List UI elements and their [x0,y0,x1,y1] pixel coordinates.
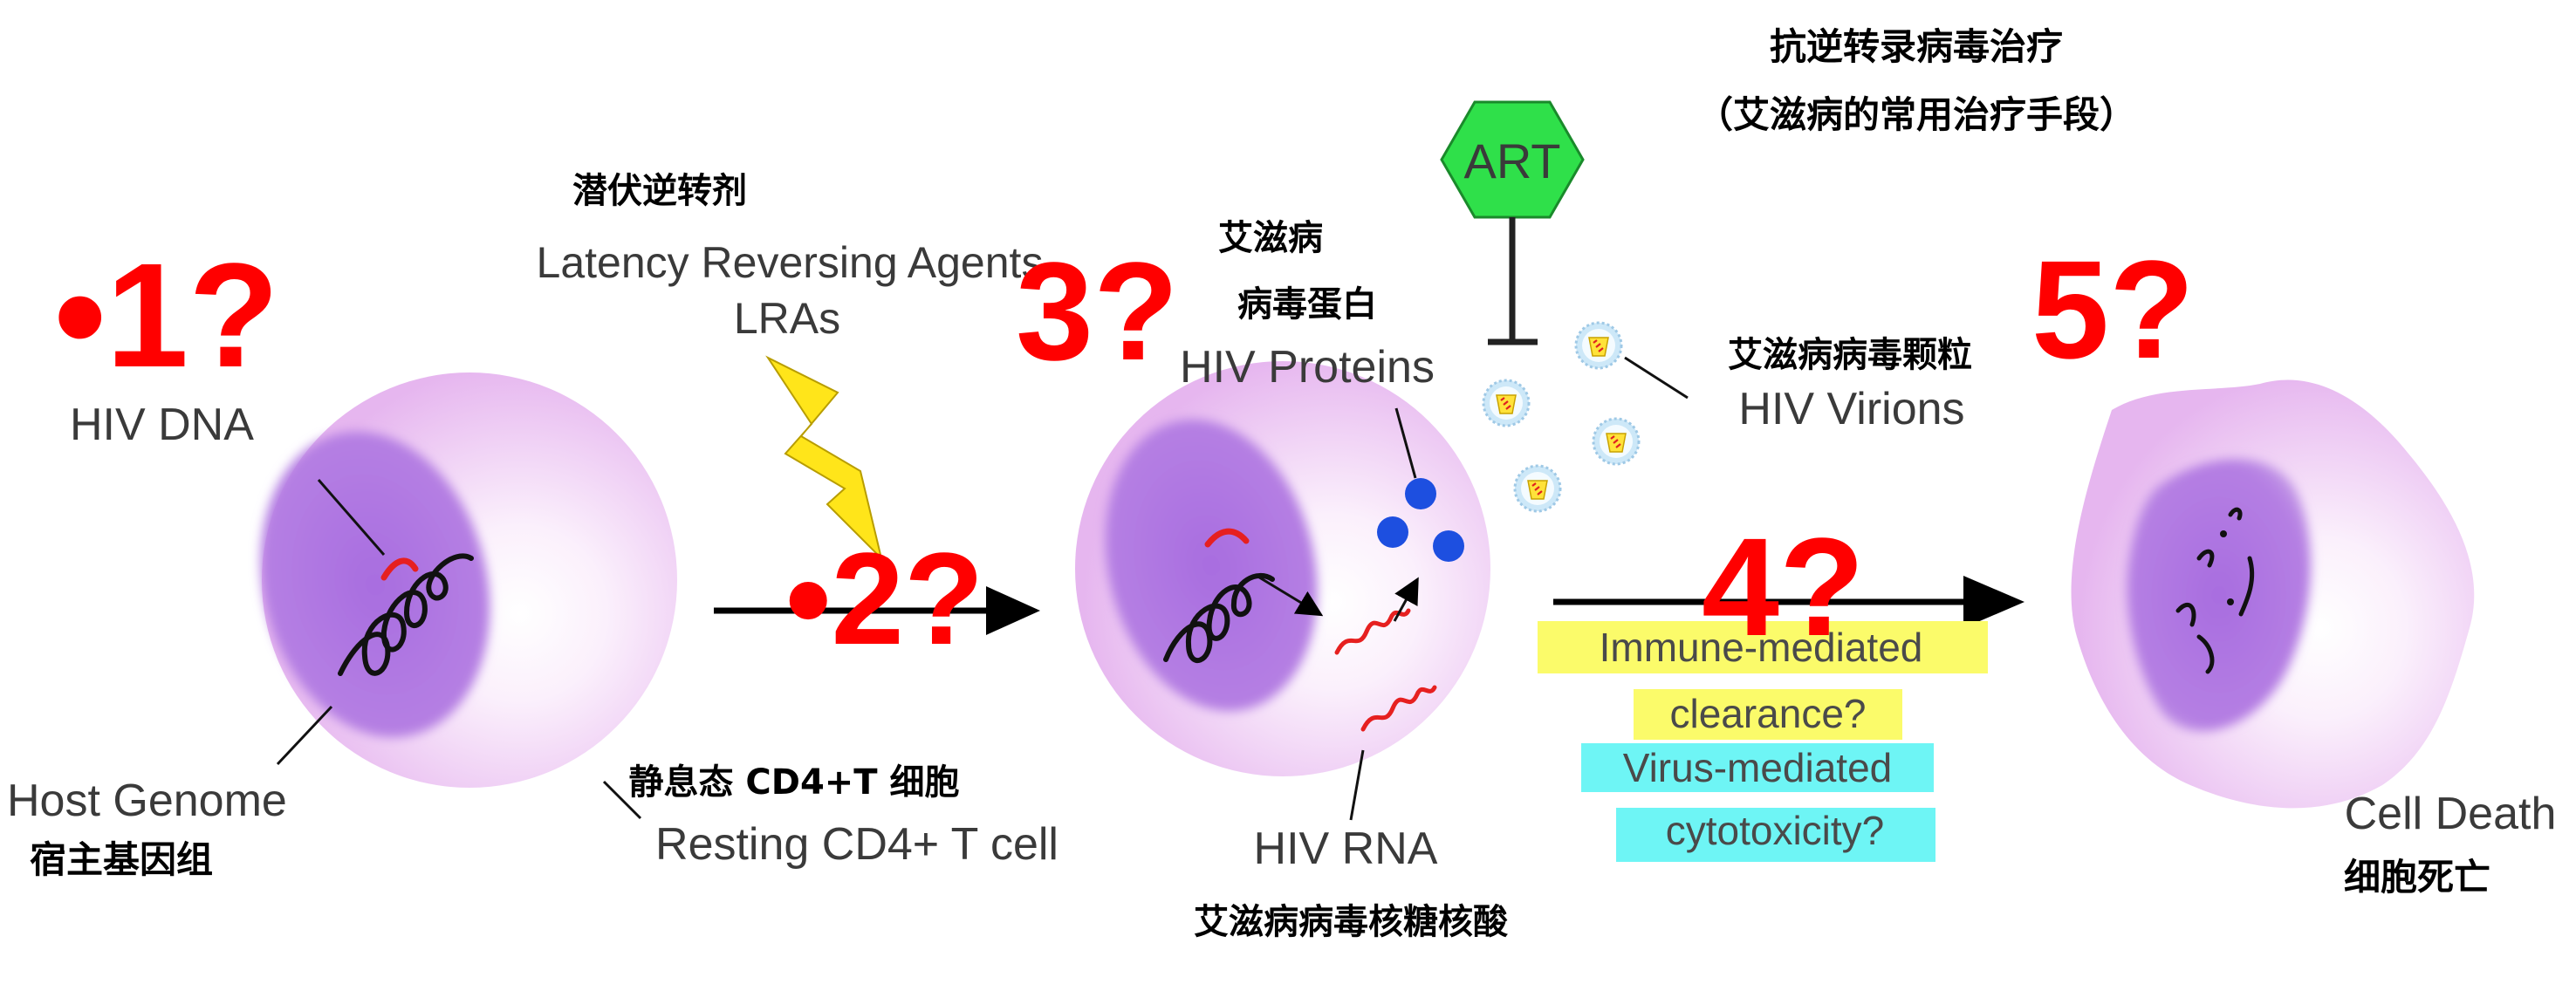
nucleus [260,431,490,738]
host-genome-label: Host Genome [7,776,287,826]
hiv-rna-strand [1360,685,1437,732]
art-badge-icon [1440,100,1585,219]
art-cn-label: 抗逆转录病毒治疗 [1770,25,2063,68]
hiv-dna-segment [380,557,419,581]
lightning-bolt-icon [765,355,883,562]
protein-icon [1433,530,1464,562]
immune-clearance-line-1: Immune-mediated [1600,625,1923,670]
dna-fragment [2228,507,2243,521]
resting-cell [260,372,677,788]
transcription-arrow [1256,574,1324,617]
hiv-proteins-cn-label-1: 艾滋病 [1218,218,1323,258]
step-marker-1: •1? [54,233,279,399]
art-cn-subtitle: （艾滋病的常用治疗手段） [1696,93,2136,136]
translation-arrow [1393,577,1419,622]
highlight-cyan [1581,743,1934,792]
hiv-rna-pointer [1349,749,1365,821]
virion-icon [1513,464,1562,513]
cell-death-cn-label: 细胞死亡 [2344,856,2490,899]
dna-fragment [2227,598,2234,605]
step-marker-2: •2? [785,525,984,672]
cell-death-label: Cell Death [2345,789,2557,839]
hiv-dna-pointer [317,479,386,556]
hiv-proteins-cn-label-2: 病毒蛋白 [1237,284,1377,325]
hiv-rna-cn-label: 艾滋病病毒核糖核酸 [1194,902,1509,942]
art-label: ART [1464,133,1561,188]
virion-icon [1574,321,1623,370]
hiv-dna-label: HIV DNA [70,400,254,450]
lra-label: Latency Reversing Agents [537,238,1044,287]
virus-cytotoxicity-line-1: Virus-mediated [1623,745,1893,790]
activation-arrow-head [986,586,1040,635]
dna-fragment [2175,603,2196,627]
dna-fragment [2196,549,2215,568]
step-marker-5: 5? [2031,231,2195,387]
activated-cell [1075,361,1490,776]
virion-icon [1482,379,1531,427]
resting-cell-cn-label: 静息态 CD4+T 细胞 [628,762,959,803]
hiv-proteins-label: HIV Proteins [1180,342,1435,393]
lra-cn-label: 潜伏逆转剂 [572,171,747,211]
protein-icon [1377,516,1408,548]
highlight-yellow [1538,621,1988,673]
step-marker-3: 3? [1016,233,1179,389]
virions-label: HIV Virions [1738,384,1964,434]
host-genome-pointer [276,705,333,766]
highlight-cyan [1616,808,1935,862]
dna-fragment [2238,556,2255,617]
hiv-rna-label: HIV RNA [1254,823,1438,874]
immune-clearance-line-2: clearance? [1669,691,1866,736]
resting-cell-label: Resting CD4+ T cell [655,819,1058,870]
nucleus [1105,419,1318,712]
virus-cytotoxicity-line-2: cytotoxicity? [1666,808,1885,853]
step-marker-4: 4? [1702,509,1865,665]
virions-cn-label: 艾滋病病毒颗粒 [1728,335,1972,375]
host-genome-strand [338,553,474,676]
virion-icon [1592,417,1641,466]
lra-abbrev-label: LRAs [734,294,840,343]
dna-fragment [2196,634,2215,674]
outcome-arrow-head [1963,576,2024,628]
hiv-dna-segment [1204,528,1250,548]
dying-cell [2071,379,2475,809]
nucleus [2127,459,2312,732]
highlight-yellow [1634,689,1902,740]
protein-icon [1405,478,1436,509]
resting-cell-pointer [602,780,642,820]
dna-fragment [2220,530,2227,537]
host-genome-strand [1163,572,1275,664]
hiv-proteins-pointer [1394,407,1417,479]
host-genome-cn-label: 宿主基因组 [30,838,213,881]
virions-pointer [1624,356,1689,400]
